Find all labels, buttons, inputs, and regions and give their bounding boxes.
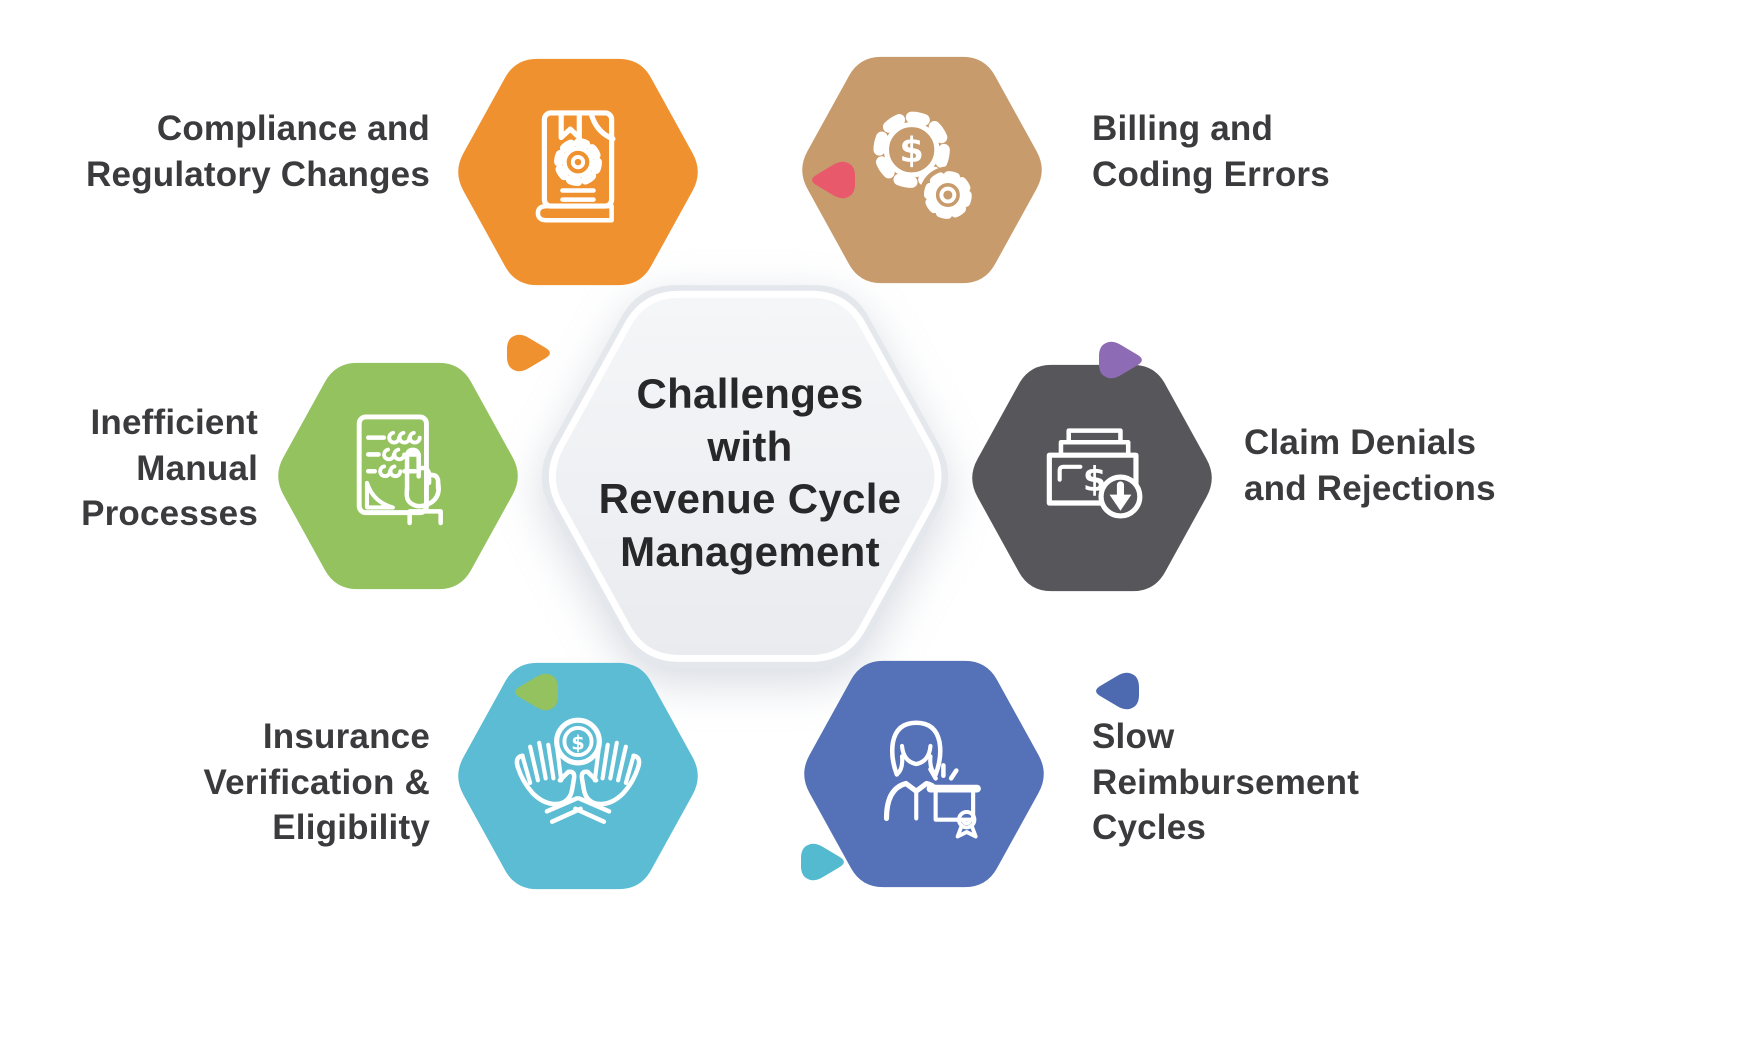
marker-orange-icon	[507, 334, 550, 372]
hexagon-insurance-shape	[458, 662, 698, 890]
marker-red-icon	[812, 161, 855, 199]
label-insurance: Insurance Verification & Eligibility	[203, 717, 430, 847]
label-claims: Claim Denials and Rejections	[1244, 423, 1496, 508]
hexagon-claims: $	[972, 364, 1212, 592]
marker-cyan-icon	[801, 843, 844, 881]
center-hexagon-inner	[549, 290, 942, 662]
center-hexagon	[541, 285, 949, 669]
hexagon-slow	[804, 660, 1044, 888]
gears-dollar-icon: $	[873, 111, 977, 224]
right-hand	[573, 740, 642, 824]
label-billing: Billing and Coding Errors	[1092, 109, 1330, 194]
hexagon-compliance-shape	[458, 58, 698, 286]
label-manual: Inefficient Manual Processes	[81, 403, 258, 533]
marker-purple-icon	[1099, 341, 1142, 379]
hexagon-claims-shape	[972, 364, 1212, 592]
hands-coin-icon: $	[514, 717, 642, 824]
label-compliance: Compliance and Regulatory Changes	[86, 109, 430, 194]
cash-decline-icon: $	[1046, 428, 1143, 519]
dollar-glyph: $	[571, 731, 584, 754]
label-slow: Slow Reimbursement Cycles	[1092, 717, 1360, 847]
center-title: Challenges with Revenue Cycle Management	[598, 370, 902, 575]
hexagon-billing: $	[802, 56, 1042, 284]
hexagon-slow-shape	[804, 660, 1044, 888]
hexagon-compliance	[458, 58, 698, 286]
person-certificate-icon	[883, 720, 981, 839]
marker-green-icon	[515, 673, 558, 711]
marker-blue-icon	[1096, 672, 1139, 710]
dollar-glyph: $	[900, 131, 924, 171]
hexagon-manual	[278, 362, 518, 590]
hexagon-insurance: $	[458, 662, 698, 890]
checklist-hand-icon	[356, 414, 443, 526]
book-gear-icon	[535, 110, 616, 223]
